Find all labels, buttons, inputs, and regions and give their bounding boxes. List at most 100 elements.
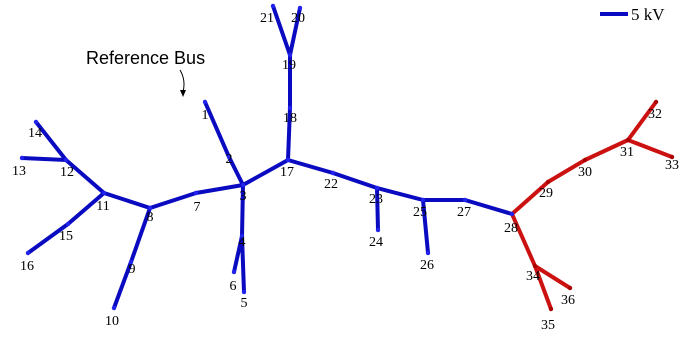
bus-node-32	[653, 99, 659, 105]
edge-25-26	[421, 198, 430, 255]
edge-17-22	[286, 158, 335, 175]
edge-3-4	[240, 183, 245, 238]
bus-label-6: 6	[230, 279, 237, 294]
bus-node-15	[65, 221, 71, 227]
bus-label-9: 9	[129, 262, 136, 277]
edge-17-18	[286, 106, 292, 162]
edge-29-30	[546, 158, 587, 184]
bus-label-27: 27	[457, 205, 471, 220]
bus-node-23	[374, 185, 380, 191]
edge-8-9	[129, 206, 152, 264]
bus-label-33: 33	[665, 158, 679, 173]
bus-label-35: 35	[541, 318, 555, 333]
bus-label-32: 32	[648, 107, 662, 122]
bus-node-25	[420, 197, 426, 203]
bus-node-18	[287, 105, 293, 111]
bus-label-13: 13	[12, 164, 26, 179]
bus-node-19	[287, 52, 293, 58]
bus-node-2	[226, 154, 232, 160]
edge-30-31	[583, 138, 630, 162]
bus-node-12	[63, 157, 69, 163]
edge-19-21	[271, 4, 292, 57]
bus-label-20: 20	[291, 11, 305, 26]
bus-label-8: 8	[147, 210, 154, 225]
bus-label-18: 18	[283, 111, 297, 126]
edge-4-6	[232, 234, 244, 274]
bus-label-11: 11	[96, 199, 109, 214]
bus-label-25: 25	[413, 205, 427, 220]
bus-node-36	[567, 285, 573, 291]
bus-node-16	[25, 250, 31, 256]
edge-23-24	[375, 186, 380, 232]
bus-node-17	[285, 157, 291, 163]
edge-15-16	[26, 222, 70, 255]
bus-node-13	[19, 155, 25, 161]
edge-23-25	[375, 186, 425, 202]
edge-31-33	[626, 138, 674, 159]
edge-34-35	[533, 264, 553, 311]
bus-node-10	[111, 305, 117, 311]
edge-28-29	[510, 180, 550, 216]
bus-label-24: 24	[369, 235, 383, 250]
edge-19-20	[288, 6, 302, 57]
bus-label-3: 3	[240, 189, 247, 204]
bus-node-35	[548, 306, 554, 312]
bus-label-30: 30	[578, 165, 592, 180]
bus-label-16: 16	[20, 259, 34, 274]
bus-label-4: 4	[239, 235, 246, 250]
bus-node-5	[241, 289, 247, 295]
nodes-layer	[19, 3, 675, 312]
bus-label-31: 31	[620, 145, 634, 160]
bus-label-21: 21	[260, 11, 274, 26]
bus-label-5: 5	[241, 296, 248, 311]
edge-8-11	[102, 191, 152, 210]
bus-node-1	[202, 99, 208, 105]
bus-label-7: 7	[194, 200, 201, 215]
bus-node-8	[147, 205, 153, 211]
bus-label-17: 17	[280, 165, 294, 180]
reference-bus-label: Reference Bus	[86, 48, 205, 68]
bus-label-34: 34	[526, 269, 540, 284]
bus-label-14: 14	[28, 126, 42, 141]
edge-4-5	[240, 234, 246, 294]
edge-27-28	[463, 198, 514, 216]
bus-node-29	[545, 179, 551, 185]
bus-node-27	[462, 197, 468, 203]
edge-7-8	[148, 191, 198, 210]
edge-28-34	[510, 212, 537, 268]
edge-31-32	[626, 100, 658, 142]
bus-label-19: 19	[282, 58, 296, 73]
bus-node-11	[101, 190, 107, 196]
bus-node-22	[330, 170, 336, 176]
edge-3-17	[241, 158, 290, 187]
bus-node-9	[128, 259, 134, 265]
bus-label-22: 22	[324, 177, 338, 192]
edge-12-13	[20, 156, 68, 162]
bus-node-31	[625, 137, 631, 143]
edges-layer	[20, 4, 674, 311]
bus-label-2: 2	[226, 152, 233, 167]
bus-node-7	[193, 190, 199, 196]
reference-arrow	[179, 69, 185, 93]
edge-11-12	[64, 158, 106, 195]
edge-2-3	[227, 155, 245, 187]
bus-label-23: 23	[369, 192, 383, 207]
edge-9-10	[112, 260, 133, 310]
bus-label-15: 15	[59, 229, 73, 244]
bus-label-29: 29	[539, 186, 553, 201]
bus-node-4	[239, 233, 245, 239]
edge-11-15	[66, 191, 106, 226]
bus-node-6	[231, 269, 237, 275]
edge-22-23	[331, 171, 379, 190]
legend-label: 5 kV	[631, 5, 665, 24]
bus-node-20	[297, 5, 303, 11]
bus-node-3	[240, 182, 246, 188]
bus-label-26: 26	[420, 258, 434, 273]
edge-34-36	[533, 264, 572, 290]
edge-12-14	[34, 120, 68, 162]
bus-node-24	[375, 227, 381, 233]
bus-node-28	[509, 211, 515, 217]
bus-node-26	[425, 250, 431, 256]
bus-label-1: 1	[202, 108, 209, 123]
